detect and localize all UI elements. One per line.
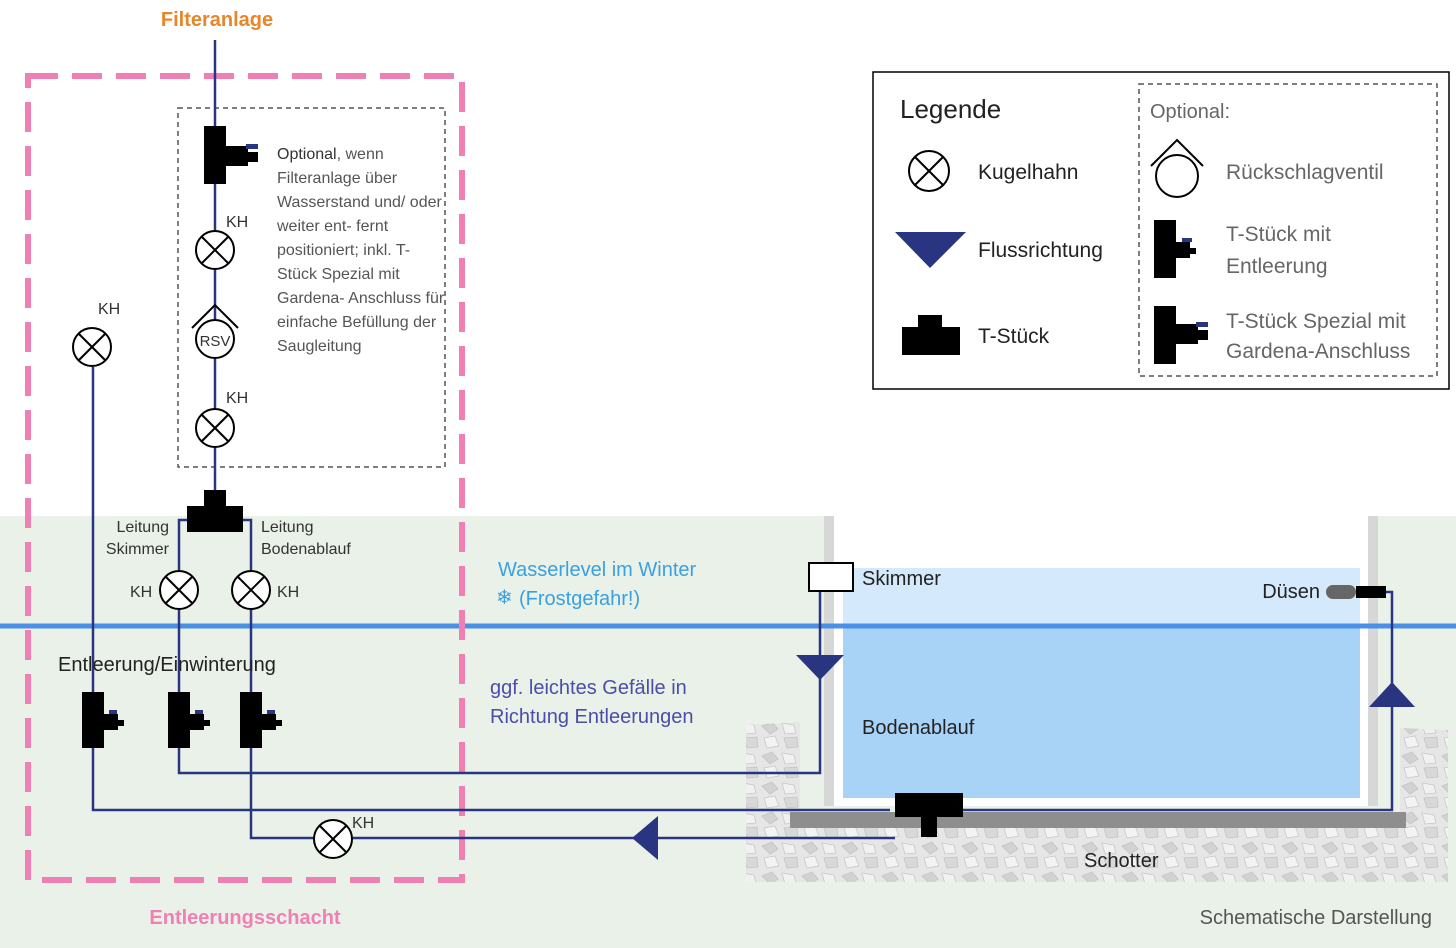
legend-optional-item-t-drain-1: T-Stück mit xyxy=(1226,223,1331,246)
leitung-skimmer-label-2: Skimmer xyxy=(106,541,170,558)
title-entleerungsschacht: Entleerungsschacht xyxy=(149,907,341,929)
gefaelle-label-2: Richtung Entleerungen xyxy=(490,706,693,728)
kh-valve-top-1 xyxy=(195,230,235,270)
drain-shaft-outline xyxy=(25,73,465,883)
kh-label-1: KH xyxy=(226,214,248,231)
legend-optional-item-t-drain-2: Entleerung xyxy=(1226,255,1328,278)
flow-arrow-nozzle xyxy=(1369,682,1415,707)
gravel-bed xyxy=(746,722,1448,882)
pool-wall-right xyxy=(1368,516,1378,806)
kh-valve-bodenablauf xyxy=(231,570,271,610)
rsv-label: RSV xyxy=(200,333,231,350)
kh-valve-skimmer xyxy=(159,570,199,610)
leitung-skimmer-label-1: Leitung xyxy=(117,519,170,536)
kh-valve-left xyxy=(72,327,112,367)
t-piece-junction xyxy=(187,490,243,532)
legend-flow-icon xyxy=(895,232,966,268)
optional-box xyxy=(177,107,446,468)
kh-valve-bottom xyxy=(313,819,353,859)
legend-t-piece-drain-icon xyxy=(1154,220,1196,278)
schotter-label: Schotter xyxy=(1084,850,1159,872)
waterlevel-label-1: Wasserlevel im Winter xyxy=(498,559,697,581)
legend-optional-item-gardena-1: T-Stück Spezial mit xyxy=(1226,310,1406,333)
legend-item-t-stueck: T-Stück xyxy=(978,325,1050,348)
kh-label-2: KH xyxy=(226,390,248,407)
pool-water xyxy=(843,626,1360,798)
caption: Schematische Darstellung xyxy=(1200,907,1432,929)
optional-note-lead: Optional xyxy=(277,146,337,163)
kh-label-5: KH xyxy=(277,584,299,601)
entleerung-label: Entleerung/Einwinterung xyxy=(58,654,276,676)
skimmer-box xyxy=(808,562,854,592)
snowflake-icon: ❄ xyxy=(496,587,513,609)
main-drain-t-piece xyxy=(895,793,963,837)
legend-t-piece-icon xyxy=(902,315,960,355)
flow-arrow-skimmer xyxy=(796,655,844,680)
legend-optional-title: Optional: xyxy=(1150,101,1230,123)
kh-label-3: KH xyxy=(98,301,120,318)
flow-arrow-return xyxy=(632,816,658,860)
waterlevel-label-2: (Frostgefahr!) xyxy=(519,588,640,610)
pool-water-top xyxy=(843,568,1360,626)
pool-floor-slab xyxy=(790,812,1406,828)
legend-optional-box xyxy=(1138,83,1438,377)
leitung-boden-label-2: Bodenablauf xyxy=(261,541,351,558)
title-filteranlage: Filteranlage xyxy=(161,9,273,31)
kh-label-6: KH xyxy=(352,815,374,832)
legend-check-valve-icon xyxy=(1150,138,1204,198)
optional-note: Optional, wenn Filteranlage über Wassers… xyxy=(277,143,447,359)
skimmer-label: Skimmer xyxy=(862,568,941,590)
duesen-label: Düsen xyxy=(1262,581,1320,603)
optional-note-text: , wenn Filteranlage über Wasserstand und… xyxy=(277,146,445,355)
gefaelle-label-1: ggf. leichtes Gefälle in xyxy=(490,677,687,699)
nozzle xyxy=(1326,585,1386,599)
bodenablauf-label: Bodenablauf xyxy=(862,717,975,739)
t-piece-gardena-top xyxy=(204,126,258,184)
legend-t-piece-gardena-icon xyxy=(1154,306,1208,364)
legend-title: Legende xyxy=(900,94,1001,124)
legend-item-kugelhahn: Kugelhahn xyxy=(978,161,1078,184)
rsv-check-valve xyxy=(191,303,239,359)
legend-optional-item-rsv: Rückschlagventil xyxy=(1226,161,1384,184)
legend-optional-item-gardena-2: Gardena-Anschluss xyxy=(1226,340,1410,363)
leitung-boden-label-1: Leitung xyxy=(261,519,314,536)
legend-kugelhahn-icon xyxy=(908,150,950,192)
legend-item-flussrichtung: Flussrichtung xyxy=(978,239,1103,262)
kh-valve-top-2 xyxy=(195,408,235,448)
kh-label-4: KH xyxy=(130,584,152,601)
